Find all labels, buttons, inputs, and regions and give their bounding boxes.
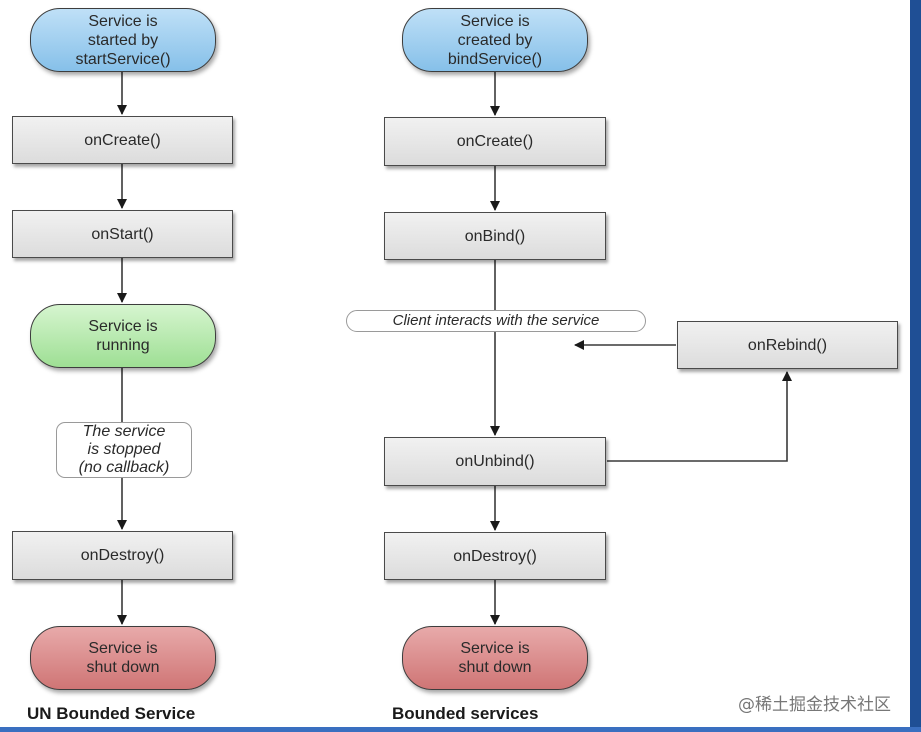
unbounded-start-node: Service is started by startService()	[30, 8, 216, 72]
bounded-onunbind-box: onUnbind()	[384, 437, 606, 486]
unbounded-onstart-box: onStart()	[12, 210, 233, 258]
window-frame-right	[910, 0, 921, 732]
bounded-interaction-note: Client interacts with the service	[346, 310, 646, 332]
unbounded-shutdown-node: Service is shut down	[30, 626, 216, 690]
unbounded-stopped-note: The service is stopped (no callback)	[56, 422, 192, 478]
unbounded-ondestroy-box: onDestroy()	[12, 531, 233, 580]
bounded-shutdown-node: Service is shut down	[402, 626, 588, 690]
bounded-ondestroy-box: onDestroy()	[384, 532, 606, 580]
window-frame-bottom	[0, 727, 921, 732]
bounded-oncreate-box: onCreate()	[384, 117, 606, 166]
bounded-caption: Bounded services	[392, 704, 539, 723]
watermark-text: @稀土掘金技术社区	[738, 695, 891, 715]
unbounded-caption: UN Bounded Service	[27, 704, 196, 723]
bounded-start-node: Service is created by bindService()	[402, 8, 588, 72]
bounded-onrebind-box: onRebind()	[677, 321, 898, 369]
arrow-onunbind-to-onrebind	[607, 371, 792, 462]
unbounded-running-node: Service is running	[30, 304, 216, 368]
bounded-onbind-box: onBind()	[384, 212, 606, 260]
unbounded-oncreate-box: onCreate()	[12, 116, 233, 164]
